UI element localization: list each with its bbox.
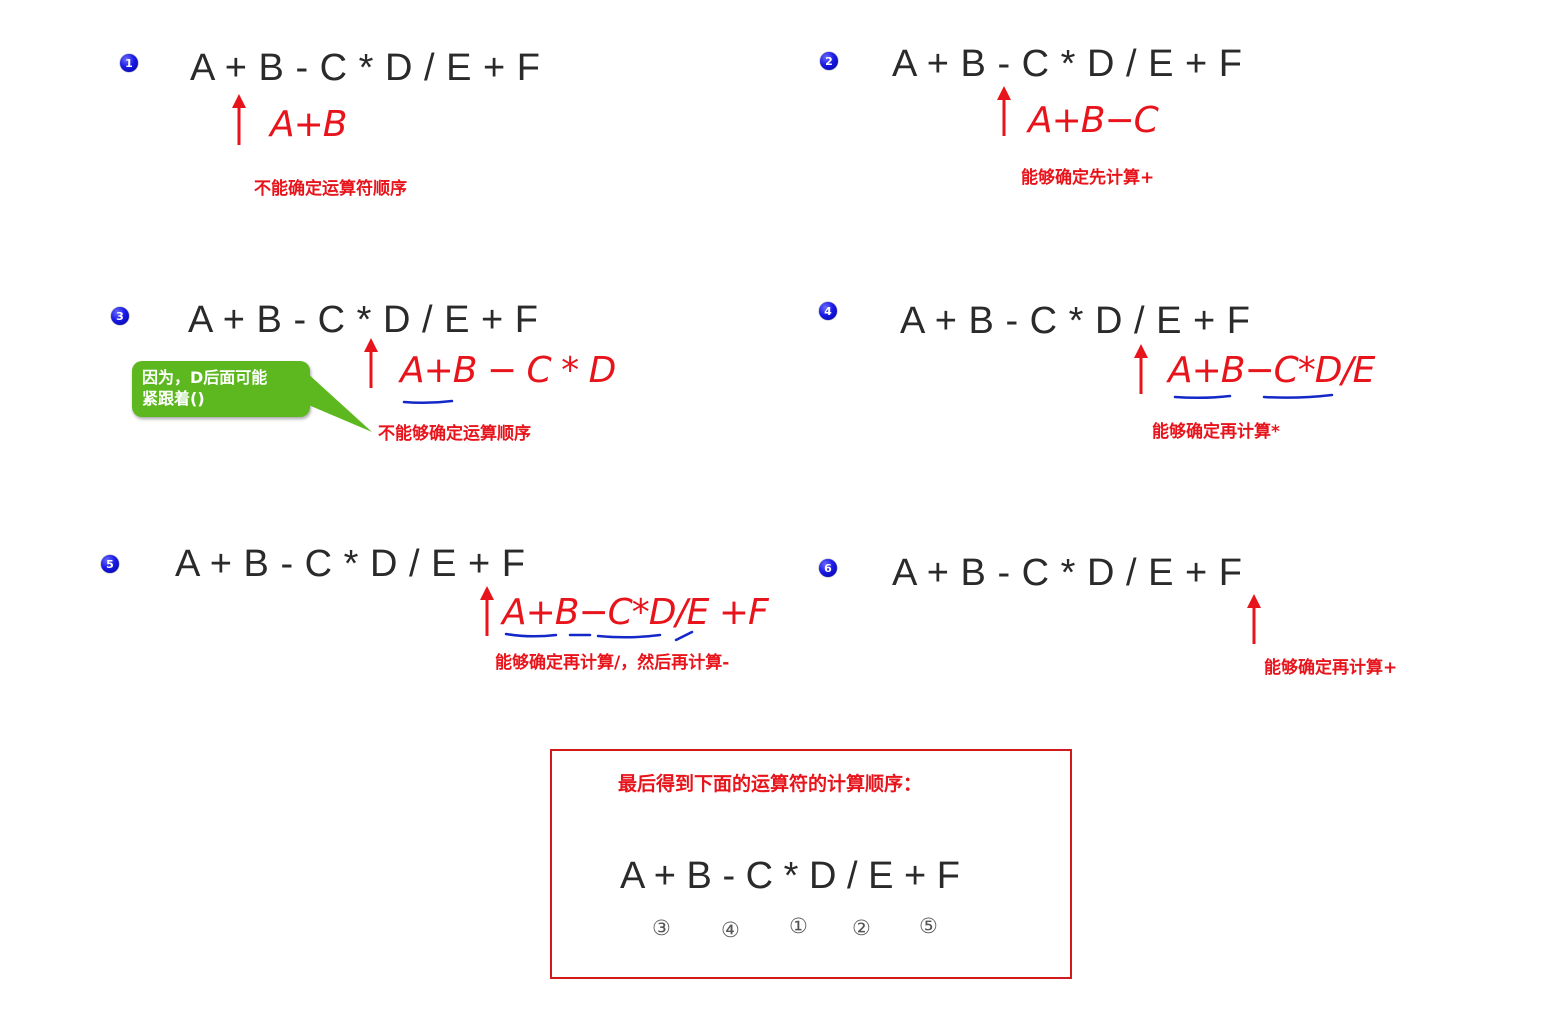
- expression: A + B - C * D / E + F: [190, 47, 541, 89]
- arrowhead: [1247, 594, 1261, 608]
- arrowhead: [232, 94, 246, 108]
- summary-box: 最后得到下面的运算符的计算顺序： A + B - C * D / E + F ③…: [550, 749, 1072, 979]
- arrowhead: [997, 86, 1011, 100]
- underline-a-plus-b: [402, 399, 454, 405]
- operator-order-mark: ②: [852, 916, 871, 940]
- step-note: 能够确定再计算+: [1264, 658, 1398, 678]
- expression: A + B - C * D / E + F: [188, 299, 539, 341]
- expression: A + B - C * D / E + F: [892, 552, 1243, 594]
- callout-line-1: 因为，D后面可能: [142, 368, 268, 387]
- step-note: 能够确定先计算+: [1021, 168, 1155, 188]
- summary-expression: A + B - C * D / E + F: [620, 855, 960, 897]
- handwritten-partial-expression: A+B−C*D/E: [1168, 350, 1375, 391]
- step-number-badge: 2: [820, 52, 838, 70]
- operator-order-mark: ③: [652, 916, 671, 940]
- underline-c-times-d: [596, 633, 662, 639]
- callout-bubble: 因为，D后面可能 紧跟着(): [132, 361, 310, 417]
- step-number-badge: 4: [819, 302, 837, 320]
- underline-divide: [674, 630, 694, 642]
- expression: A + B - C * D / E + F: [900, 300, 1251, 342]
- step-number-badge: 3: [111, 307, 129, 325]
- handwritten-partial-expression: A+B−C*D/E +F: [502, 592, 769, 633]
- step-note: 不能确定运算符顺序: [254, 179, 407, 199]
- operator-order-mark: ⑤: [919, 914, 938, 938]
- underline-a-plus-b: [1173, 394, 1232, 400]
- step-note: 能够确定再计算/，然后再计算-: [495, 653, 730, 673]
- arrowhead: [480, 586, 494, 600]
- step-number-badge: 5: [101, 555, 119, 573]
- expression: A + B - C * D / E + F: [175, 543, 526, 585]
- step-note: 不能够确定运算顺序: [378, 424, 531, 444]
- handwritten-partial-expression: A+B − C * D: [400, 350, 616, 391]
- operator-order-mark: ④: [721, 918, 740, 942]
- step-number-badge: 1: [120, 54, 138, 72]
- handwritten-partial-expression: A+B−C: [1028, 100, 1159, 141]
- callout-line-2: 紧跟着(): [142, 389, 205, 408]
- operator-order-mark: ①: [789, 914, 808, 938]
- underline-c-times-d: [1262, 393, 1334, 399]
- step-number-badge: 6: [819, 559, 837, 577]
- underline-a-plus-b: [504, 632, 558, 638]
- arrowhead: [1134, 344, 1148, 358]
- handwritten-partial-expression: A+B: [270, 104, 347, 145]
- step-note: 能够确定再计算*: [1152, 422, 1280, 442]
- expression: A + B - C * D / E + F: [892, 43, 1243, 85]
- summary-title: 最后得到下面的运算符的计算顺序：: [618, 773, 923, 795]
